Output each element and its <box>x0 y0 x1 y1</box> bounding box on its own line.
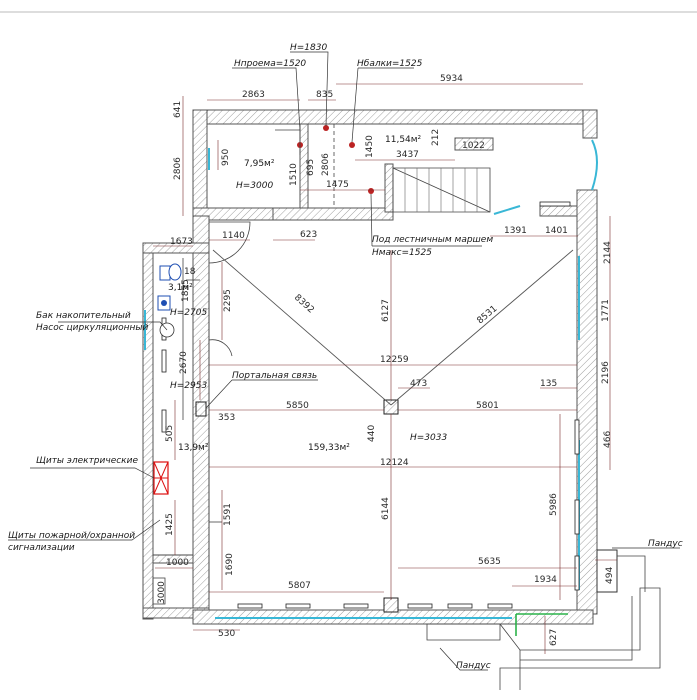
dim-1425: 1425 <box>165 513 175 536</box>
dim-627: 627 <box>549 629 559 646</box>
dim-1140: 1140 <box>222 231 245 241</box>
dim-5807: 5807 <box>288 581 311 591</box>
dim-2144: 2144 <box>603 241 613 264</box>
dim-353: 353 <box>218 413 235 423</box>
note-tank: Бак накопительный <box>36 311 131 321</box>
dim-950: 950 <box>221 149 231 166</box>
dim-3000: 3000 <box>157 581 167 604</box>
area-159-33: 159,33м² <box>308 443 350 453</box>
note-electric-shields: Щиты электрические <box>36 456 138 466</box>
dim-2806-left: 2806 <box>173 157 183 180</box>
radiators <box>161 201 580 609</box>
dim-440: 440 <box>367 425 377 442</box>
note-h-3000: Н=3000 <box>236 181 273 191</box>
dim-6127: 6127 <box>381 299 391 322</box>
area-11-54: 11,54м² <box>385 135 422 145</box>
dim-1934: 1934 <box>534 575 557 585</box>
dim-1591: 1591 <box>223 503 233 526</box>
dim-3437: 3437 <box>396 150 419 160</box>
walls <box>142 109 598 625</box>
entry-door <box>515 613 568 636</box>
dim-135: 135 <box>540 379 557 389</box>
dim-1022: 1022 <box>462 141 485 151</box>
leaders <box>8 51 680 671</box>
dim-494: 494 <box>605 567 615 584</box>
dim-2295: 2295 <box>223 289 233 312</box>
dim-1510: 1510 <box>289 163 299 186</box>
dim-2196: 2196 <box>601 361 611 384</box>
dim-530: 530 <box>218 629 235 639</box>
note-h-beam: Нбалки=1525 <box>357 59 423 69</box>
area-13-9: 13,9м² <box>178 443 209 453</box>
dim-12259: 12259 <box>380 355 409 365</box>
dim-505: 505 <box>165 425 175 442</box>
dim-835: 835 <box>316 90 333 100</box>
area-3-1: 3,1м² <box>168 283 193 293</box>
toilet-icon <box>159 263 182 281</box>
dim-1000: 1000 <box>166 558 189 568</box>
note-h-opening: Нпроема=1520 <box>234 59 306 69</box>
electrical-shields-icon <box>153 461 169 495</box>
note-pump: Насос циркуляционный <box>36 323 149 333</box>
room-borders <box>152 258 210 605</box>
dim-1673: 1673 <box>170 237 193 247</box>
note-fire-shields: Щиты пожарной/охранной <box>8 531 135 541</box>
note-ramp-bottom: Пандус <box>456 661 491 671</box>
dim-466: 466 <box>603 431 613 448</box>
dim-1450: 1450 <box>365 135 375 158</box>
dim-2670: 2670 <box>179 351 189 374</box>
dim-8392: 8392 <box>292 293 316 316</box>
dimension-lines <box>153 83 617 654</box>
note-portal: Портальная связь <box>232 371 317 381</box>
note-h-2705: Н=2705 <box>170 308 207 318</box>
note-under-stair: Под лестничным маршем <box>372 235 493 245</box>
note-under-stair-h: Нмакс=1525 <box>372 248 432 258</box>
dim-2806-mid: 2806 <box>321 153 331 176</box>
note-h-1830: Н=1830 <box>290 43 327 53</box>
dim-5635: 5635 <box>478 557 501 567</box>
note-h-2953: Н=2953 <box>170 381 207 391</box>
dim-18: 18 <box>184 267 196 277</box>
area-7-95: 7,95м² <box>244 159 275 169</box>
portal-ties <box>212 249 574 406</box>
dim-1401: 1401 <box>545 226 568 236</box>
dim-12124: 12124 <box>380 458 409 468</box>
dim-5934: 5934 <box>440 74 463 84</box>
dim-1391: 1391 <box>504 226 527 236</box>
dim-2863: 2863 <box>242 90 265 100</box>
dim-473: 473 <box>410 379 427 389</box>
dim-623: 623 <box>300 230 317 240</box>
ramps <box>426 549 661 690</box>
dim-6144: 6144 <box>381 497 391 520</box>
sink-icon <box>157 295 171 311</box>
dim-1771: 1771 <box>601 299 611 322</box>
dim-5801: 5801 <box>476 401 499 411</box>
dim-1690: 1690 <box>225 553 235 576</box>
note-ramp-top: Пандус <box>648 539 683 549</box>
note-h-3033: Н=3033 <box>410 433 447 443</box>
note-fire-shields-2: сигнализации <box>8 543 75 553</box>
dim-212: 212 <box>431 129 441 146</box>
staircase <box>392 167 491 213</box>
dim-695: 695 <box>306 159 316 176</box>
dim-641: 641 <box>173 101 183 118</box>
dim-5850: 5850 <box>286 401 309 411</box>
dim-1475: 1475 <box>326 180 349 190</box>
dim-1855: 1855 <box>181 279 191 302</box>
dim-5986: 5986 <box>549 493 559 516</box>
